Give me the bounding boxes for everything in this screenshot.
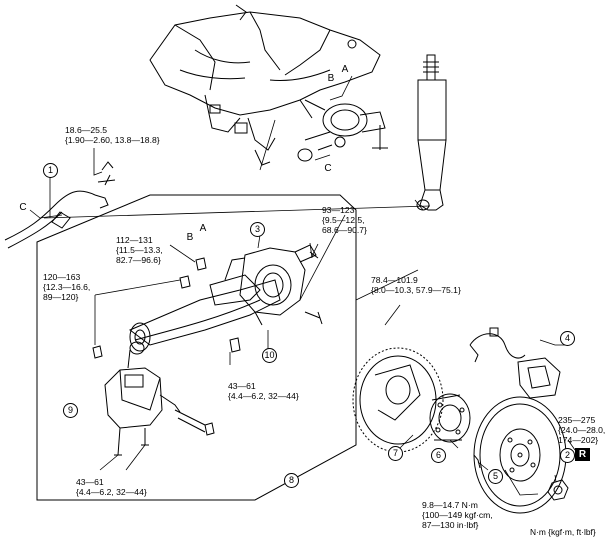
torque-conversion: 82.7—96.6} — [116, 255, 161, 265]
torque-value: 235—275 — [558, 415, 596, 425]
wheel-hub — [429, 393, 471, 443]
callout-8: 8 — [284, 473, 299, 488]
callout-2: 2 — [560, 448, 575, 463]
torque-spec-label: 120—163 {12.3—16.6, 89—120} — [43, 272, 90, 302]
torque-conversion: {100—149 kgf·cm, — [422, 510, 493, 520]
torque-spec-label: 235—275 {24.0—28.0, 174—202} — [558, 415, 605, 445]
ref-letter-b: B — [186, 232, 194, 243]
torque-value: 78.4—101.9 — [371, 275, 418, 285]
parking-brake-cable — [4, 161, 116, 249]
torque-conversion: 174—202} — [558, 435, 599, 445]
dust-shield — [352, 347, 444, 453]
replace-part-mark: R — [575, 448, 590, 461]
torque-conversion: {24.0—28.0, — [558, 425, 606, 435]
leader-lines — [29, 75, 576, 496]
torque-conversion: {9.5—12.5, — [322, 215, 365, 225]
torque-spec-label: 9.8—14.7 N·m {100—149 kgf·cm, 87—130 in·… — [422, 500, 493, 530]
callout-6: 6 — [431, 448, 446, 463]
torque-value: 120—163 — [43, 272, 81, 282]
torque-value: 9.8—14.7 N·m — [422, 500, 478, 510]
torque-spec-label: 43—61 {4.4—6.2, 32—44} — [228, 381, 299, 401]
torque-value: 43—61 — [228, 381, 256, 391]
assembly-frame — [36, 194, 357, 501]
subframe — [149, 4, 388, 166]
callout-7: 7 — [388, 446, 403, 461]
callout-5: 5 — [488, 469, 503, 484]
callout-4: 4 — [560, 331, 575, 346]
brake-disc — [473, 396, 567, 514]
torque-conversion: 87—130 in·lbf} — [422, 520, 479, 530]
brake-caliper — [469, 327, 561, 399]
callout-9: 9 — [63, 403, 78, 418]
ref-letter-a: A — [199, 223, 207, 234]
torque-conversion: {12.3—16.6, — [43, 282, 91, 292]
shock-absorber — [416, 54, 447, 211]
ref-letter-c: C — [324, 163, 332, 174]
torque-conversion: {4.4—6.2, 32—44} — [228, 391, 299, 401]
torque-value: 93—123 — [322, 205, 355, 215]
torque-spec-label: 93—123 {9.5—12.5, 68.6—90.7} — [322, 205, 367, 235]
torque-value: 43—61 — [76, 477, 104, 487]
ref-letter-b: B — [327, 73, 335, 84]
lower-arm — [129, 257, 281, 352]
torque-conversion: {11.5—13.3, — [116, 245, 163, 255]
hub-nut — [547, 479, 569, 501]
torque-conversion: {4.4—6.2, 32—44} — [76, 487, 147, 497]
torque-spec-label: 43—61 {4.4—6.2, 32—44} — [76, 477, 147, 497]
torque-value: 112—131 — [116, 235, 153, 245]
callout-10: 10 — [262, 348, 277, 363]
torque-spec-label: 18.6—25.5 {1.90—2.60, 13.8—18.8} — [65, 125, 160, 145]
torque-conversion: {1.90—2.60, 13.8—18.8} — [65, 135, 160, 145]
torque-conversion: {8.0—10.3, 57.9—75.1} — [371, 285, 461, 295]
ref-letter-c: C — [19, 202, 27, 213]
torque-conversion: 89—120} — [43, 292, 79, 302]
units-legend: N·m {kgf·m, ft·lbf} — [530, 527, 596, 537]
torque-spec-label: 112—131 {11.5—13.3, 82.7—96.6} — [116, 235, 163, 265]
ref-letter-a: A — [341, 64, 349, 75]
callout-3: 3 — [250, 222, 265, 237]
callout-1: 1 — [43, 163, 58, 178]
torque-conversion: 68.6—90.7} — [322, 225, 367, 235]
crossmember-bracket — [104, 341, 215, 456]
torque-value: 18.6—25.5 — [65, 125, 108, 135]
torque-spec-label: 78.4—101.9 {8.0—10.3, 57.9—75.1} — [371, 275, 461, 295]
